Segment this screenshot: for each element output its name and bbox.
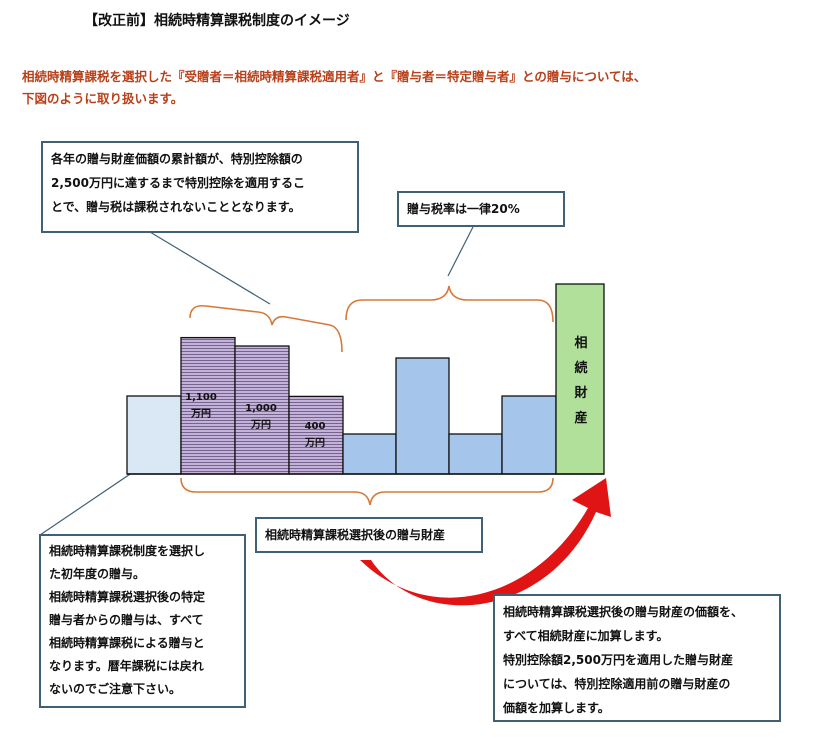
intro-line: 相続時精算課税を選択した『受贈者＝相続時精算課税適用者』と『贈与者＝特定贈与者』… — [22, 69, 647, 84]
bracket-deduction — [189, 304, 343, 353]
intro-text: 相続時精算課税を選択した『受贈者＝相続時精算課税適用者』と『贈与者＝特定贈与者』… — [22, 66, 782, 110]
callout-first-year: 相続時精算課税制度を選択し た初年度の贈与。 相続時精算課税選択後の特定 贈与者… — [39, 534, 246, 708]
estate-label: 相 続 財 産 — [574, 336, 588, 426]
bar-inherited-estate-8 — [555, 283, 605, 475]
bar-taxed-gift-5 — [395, 357, 450, 475]
callout-tax-rate: 贈与税率は一律20% — [397, 191, 565, 227]
callout-after-selection: 相続時精算課税選択後の贈与財産 — [255, 517, 483, 553]
callout-deduction: 各年の贈与財産価額の累計額が、特別控除額の 2,500万円に達するまで特別控除を… — [41, 141, 359, 233]
intro-line: 下図のように取り扱います。 — [22, 91, 184, 106]
leader-line-deduction — [149, 231, 271, 305]
callout-added-to-estate: 相続時精算課税選択後の贈与財産の価額を、 すべて相続財産に加算します。 特別控除… — [493, 594, 781, 722]
page-title: 【改正前】相続時精算課税制度のイメージ — [84, 13, 350, 29]
bar-special-deduction-3 — [288, 395, 344, 475]
add-to-estate-arrow — [360, 478, 611, 606]
bracket-tax-rate — [345, 285, 554, 323]
bar-special-deduction-1 — [180, 336, 236, 475]
bar-before-selection-0 — [126, 395, 182, 475]
bracket-after-selection — [180, 477, 554, 506]
leader-line-tax-rate — [447, 224, 475, 277]
bar-taxed-gift-4 — [342, 433, 397, 475]
bar-group — [126, 283, 605, 475]
bar-taxed-gift-6 — [448, 433, 503, 475]
bar-taxed-gift-7 — [501, 395, 557, 475]
